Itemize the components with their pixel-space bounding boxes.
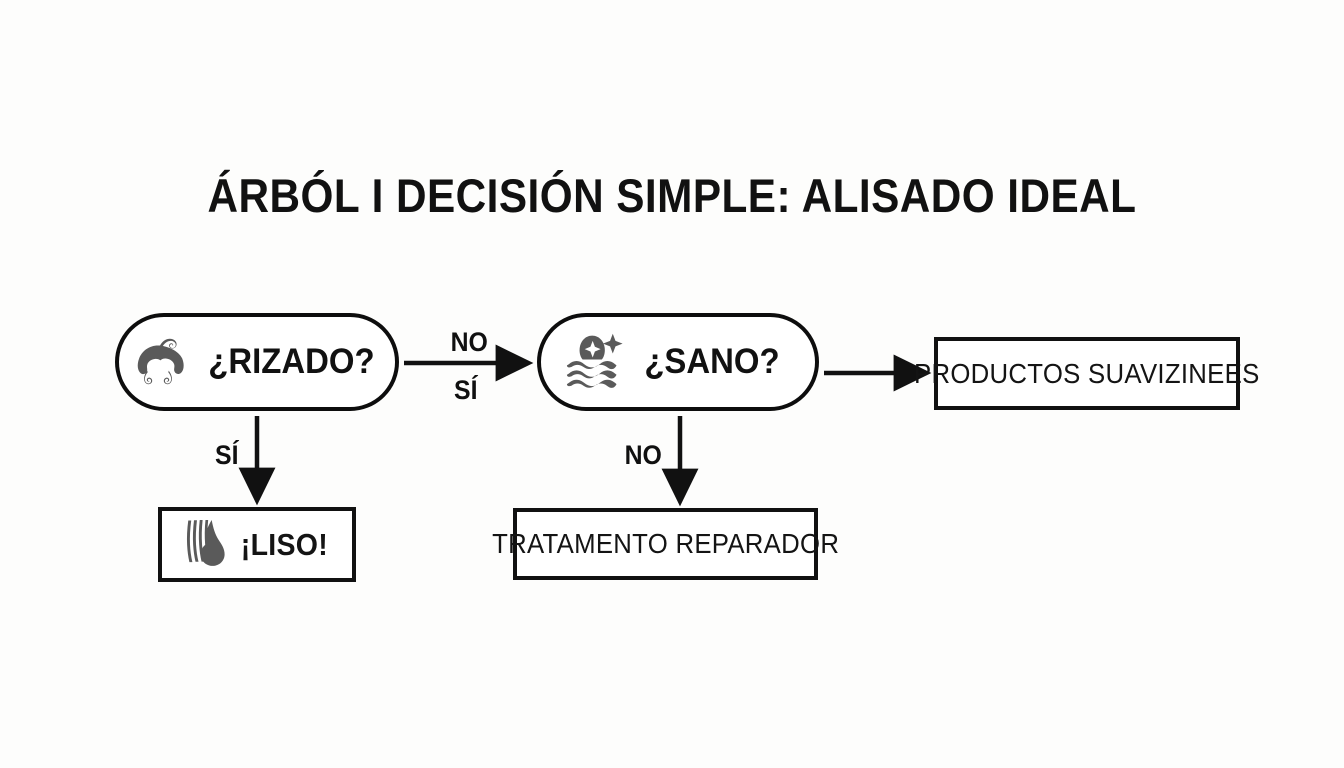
sparkle-waves-icon [564,331,626,394]
node-sano-label: ¿SANO? [644,342,780,381]
node-tratamento-label: TRATAMENTO REPARADOR [491,528,840,559]
node-rizado[interactable]: ¿RIZADO? [115,313,399,411]
node-tratamento[interactable]: TRATAMENTO REPARADOR [492,508,839,580]
node-productos[interactable]: PRODUCTOS SUAVIZINEES [914,337,1259,410]
node-liso-label: ¡LISO! [240,526,328,562]
node-rizado-label: ¿RIZADO? [207,342,375,381]
node-sano[interactable]: ¿SANO? [537,313,819,411]
edge-label-rizado-sano-no: NO [450,327,488,357]
curly-hair-icon [127,329,189,396]
page-title: ÁRBÓL I DECISIÓN SIMPLE: ALISADO IDEAL [207,169,1137,222]
node-liso[interactable]: ¡LISO! [158,507,356,582]
node-productos-label: PRODUCTOS SUAVIZINEES [914,357,1260,389]
straight-hair-strand-icon [183,517,227,572]
edge-label-rizado-sano-si: SÍ [454,375,478,405]
edge-label-rizado-liso-si: SÍ [215,440,239,470]
edge-label-sano-tratamento-no: NO [624,440,662,470]
